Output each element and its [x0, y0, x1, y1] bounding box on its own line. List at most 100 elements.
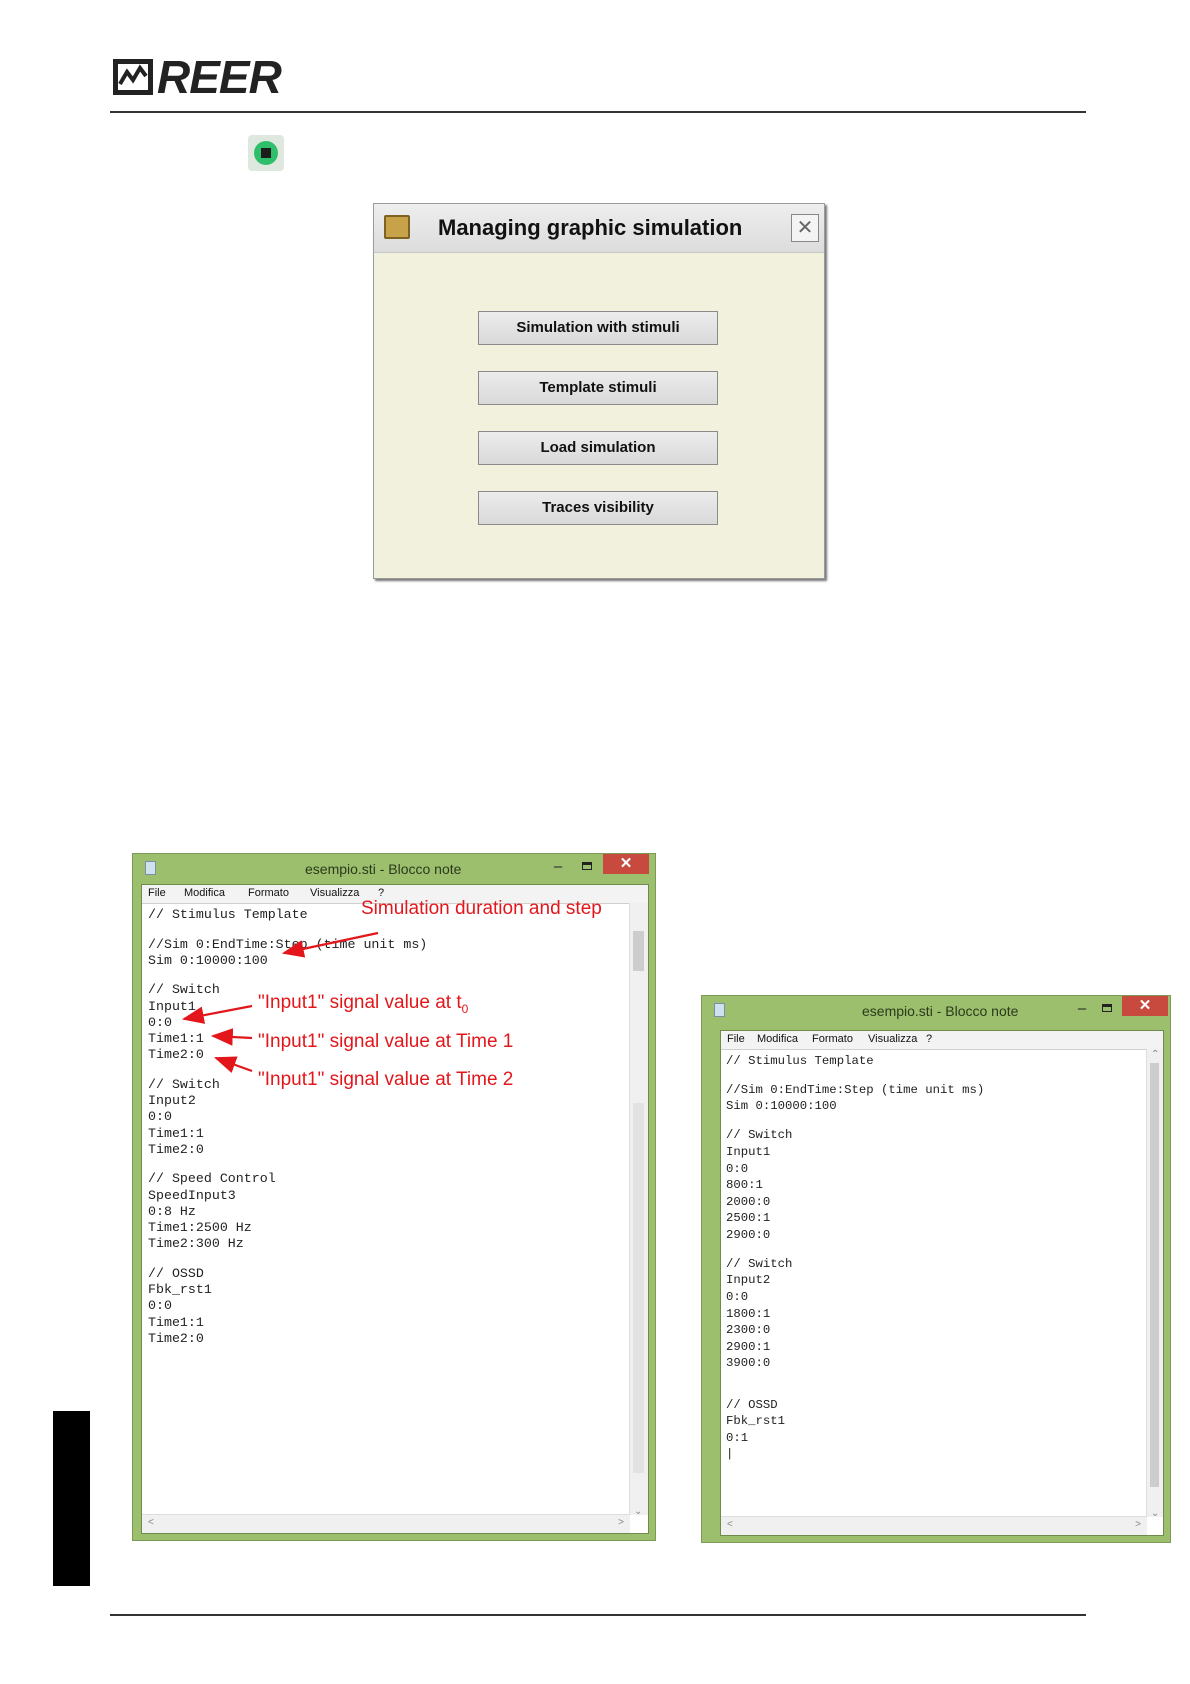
text-line	[726, 1244, 984, 1256]
text-line: Fbk_rst1	[148, 1282, 212, 1298]
simulation-icon	[248, 135, 284, 171]
text-line: Time1:1	[148, 1314, 204, 1330]
menu-formato[interactable]: Formato	[812, 1033, 853, 1045]
minimize-icon[interactable]: –	[1077, 1000, 1087, 1017]
menu-help[interactable]: ?	[378, 887, 385, 899]
text-line	[726, 1372, 984, 1384]
close-icon[interactable]: ✕	[603, 854, 649, 874]
text-line	[726, 1115, 984, 1127]
text-line: // Switch	[726, 1128, 793, 1143]
arrow-duration	[281, 931, 379, 958]
vertical-scrollbar[interactable]: ⌄	[629, 903, 648, 1517]
horizontal-scrollbar[interactable]: < >	[142, 1514, 630, 1533]
menu-file[interactable]: File	[148, 887, 166, 899]
text-line	[726, 1070, 984, 1082]
text-line: 2300:0	[726, 1323, 771, 1338]
text-line: |	[726, 1447, 734, 1462]
text-line: 800:1	[726, 1178, 763, 1193]
notepad-window-left: esempio.sti - Blocco note – ✕ File Modif…	[132, 853, 656, 1541]
text-line: 2000:0	[726, 1194, 771, 1209]
text-line: Input1	[726, 1144, 771, 1159]
notepad-titlebar: esempio.sti - Blocco note – ✕	[133, 854, 655, 884]
notepad-title: esempio.sti - Blocco note	[305, 861, 462, 877]
annotation-t0: "Input1" signal value at t0	[258, 992, 469, 1016]
text-line: // Stimulus Template	[148, 907, 308, 922]
simulation-dialog: Managing graphic simulation ✕ Simulation…	[373, 203, 825, 579]
text-line: 0:0	[148, 1109, 172, 1125]
text-line: // OSSD	[726, 1397, 778, 1412]
header-rule	[110, 111, 1086, 113]
horizontal-scrollbar[interactable]: < >	[721, 1516, 1147, 1535]
template-stimuli-button[interactable]: Template stimuli	[478, 371, 718, 405]
menu-bar: File Modifica Formato Visualizza ?	[142, 885, 648, 904]
text-line: Time1:2500 Hz	[148, 1220, 252, 1236]
text-line: 2500:1	[726, 1211, 771, 1226]
maximize-icon[interactable]	[1102, 1004, 1112, 1012]
text-line: 0:1	[726, 1430, 749, 1445]
text-line: Fbk_rst1	[726, 1414, 786, 1429]
logo-text: REER	[157, 51, 282, 103]
annotation-time2: "Input1" signal value at Time 2	[258, 1069, 514, 1090]
notepad-body: File Modifica Formato Visualizza ? // St…	[720, 1030, 1164, 1536]
text-line: 0:0	[148, 1014, 172, 1030]
menu-help[interactable]: ?	[926, 1033, 933, 1045]
text-line: 0:0	[726, 1290, 749, 1305]
text-line: // Speed Control	[148, 1171, 276, 1187]
menu-modifica[interactable]: Modifica	[757, 1033, 798, 1045]
text-line: // Stimulus Template	[726, 1054, 874, 1068]
text-line: //Sim 0:EndTime:Step (time unit ms)	[726, 1082, 985, 1097]
close-icon[interactable]: ✕	[791, 214, 819, 242]
text-line: SpeedInput3	[148, 1187, 236, 1203]
text-line: Sim 0:10000:100	[726, 1099, 837, 1114]
annotation-duration: Simulation duration and step	[361, 898, 602, 919]
text-editor-area[interactable]: // Stimulus Template //Sim 0:EndTime:Step…	[726, 1053, 984, 1463]
menu-visualizza[interactable]: Visualizza	[868, 1033, 918, 1045]
text-line: 0:8 Hz	[148, 1203, 196, 1219]
close-icon[interactable]: ✕	[1122, 996, 1168, 1016]
box-icon	[384, 215, 410, 239]
notepad-title: esempio.sti - Blocco note	[862, 1003, 1019, 1019]
traces-visibility-button[interactable]: Traces visibility	[478, 491, 718, 525]
text-line: 1800:1	[726, 1306, 771, 1321]
text-line: Time2:0	[148, 1141, 204, 1157]
text-line	[726, 1384, 984, 1396]
text-line: // Switch	[148, 982, 220, 998]
load-simulation-button[interactable]: Load simulation	[478, 431, 718, 465]
text-line: // OSSD	[148, 1265, 204, 1281]
text-line: Time2:300 Hz	[148, 1236, 244, 1252]
notepad-window-right: esempio.sti - Blocco note – ✕ File Modif…	[701, 995, 1171, 1543]
text-line: Time2:0	[148, 1047, 204, 1063]
arrow-time1	[210, 1028, 253, 1046]
menu-formato[interactable]: Formato	[248, 887, 289, 899]
text-line: // Switch	[726, 1256, 793, 1271]
minimize-icon[interactable]: –	[553, 858, 563, 875]
text-line: // Switch	[148, 1076, 220, 1092]
menu-modifica[interactable]: Modifica	[184, 887, 225, 899]
text-editor-area[interactable]: // Stimulus Template//Sim 0:EndTime:Step…	[148, 907, 427, 1347]
document-icon	[145, 861, 156, 875]
footer-rule	[110, 1614, 1086, 1616]
text-line: Sim 0:10000:100	[148, 952, 268, 968]
menu-file[interactable]: File	[727, 1033, 745, 1045]
text-line: Input2	[726, 1273, 771, 1288]
text-line: 0:0	[726, 1161, 749, 1176]
notepad-body: File Modifica Formato Visualizza ? // St…	[141, 884, 649, 1534]
text-line: 3900:0	[726, 1356, 771, 1371]
logo-mark-icon	[113, 59, 153, 95]
dialog-title: Managing graphic simulation	[438, 215, 743, 240]
menu-visualizza[interactable]: Visualizza	[310, 887, 360, 899]
arrow-t0	[181, 1004, 253, 1024]
text-line: 2900:0	[726, 1227, 771, 1242]
text-line: 0:0	[148, 1298, 172, 1314]
document-icon	[714, 1003, 725, 1017]
notepad-titlebar: esempio.sti - Blocco note – ✕	[702, 996, 1170, 1026]
reer-logo: REER	[113, 51, 282, 103]
menu-bar: File Modifica Formato Visualizza ?	[721, 1031, 1163, 1050]
text-line: Time2:0	[148, 1330, 204, 1346]
dialog-titlebar: Managing graphic simulation ✕	[374, 204, 824, 253]
simulation-with-stimuli-button[interactable]: Simulation with stimuli	[478, 311, 718, 345]
vertical-scrollbar[interactable]: ⌃ ⌄	[1146, 1049, 1163, 1519]
text-line: Time1:1	[148, 1125, 204, 1141]
maximize-icon[interactable]	[582, 862, 592, 870]
